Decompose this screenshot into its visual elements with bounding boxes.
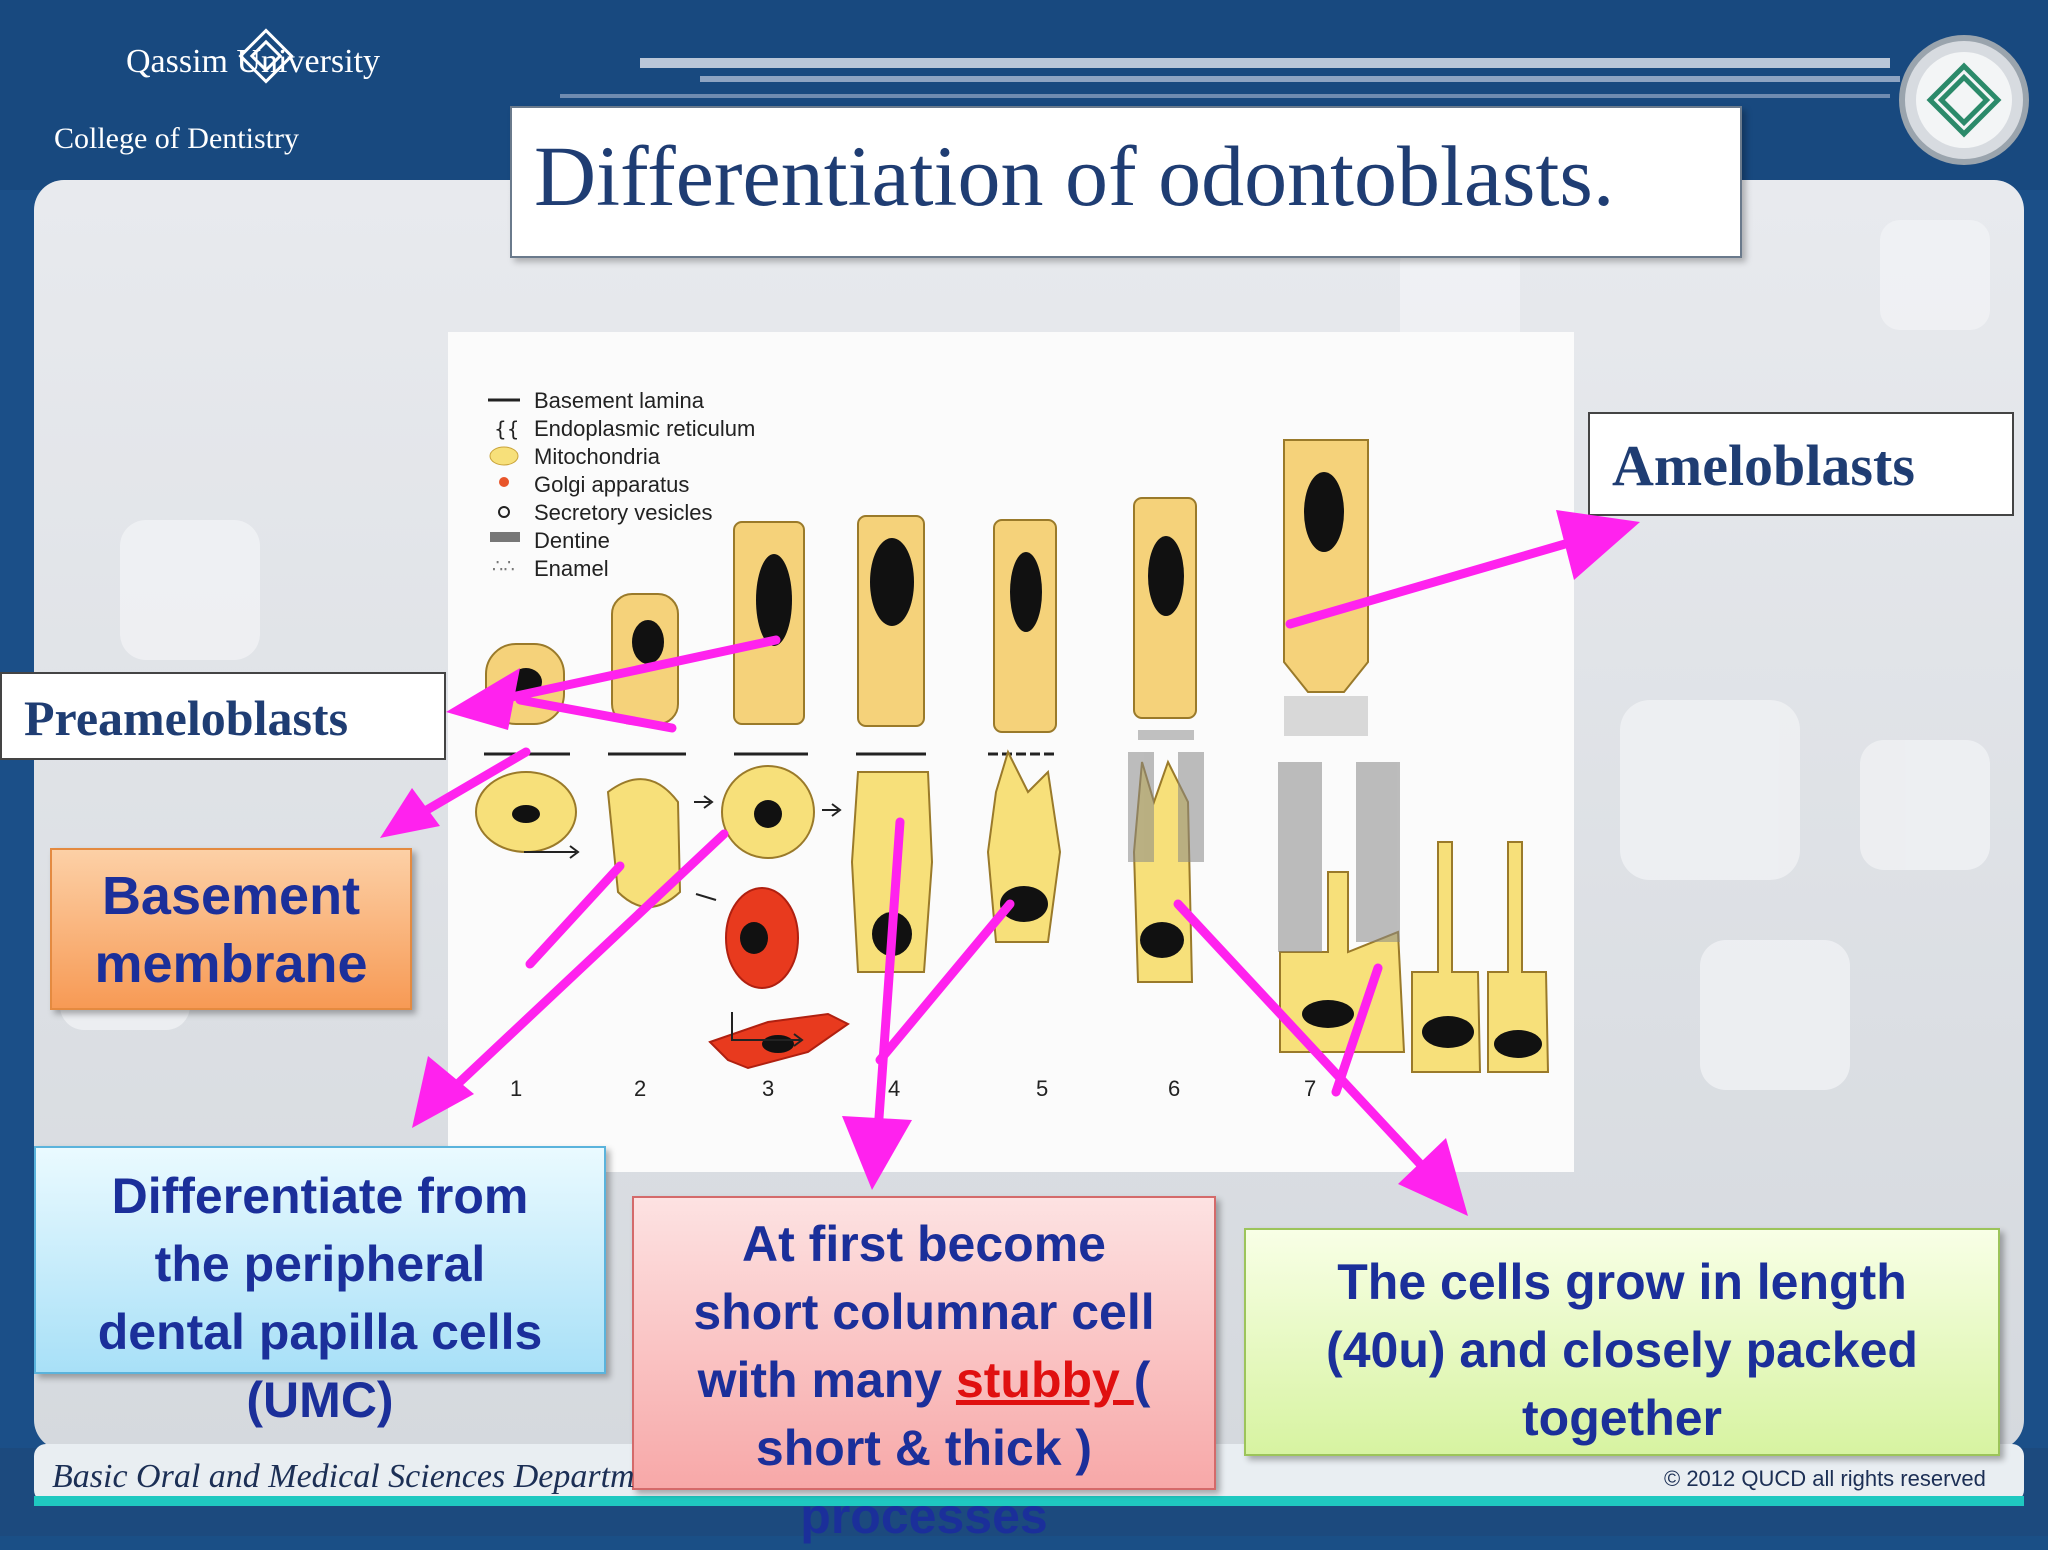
short-columnar-box: At first become short columnar cell with… [632,1196,1216,1544]
preameloblasts-label-box: Preameloblasts [0,672,446,760]
svg-text:{{: {{ [494,417,519,441]
stage-number: 1 [510,1076,522,1101]
legend-item: Mitochondria [534,444,661,469]
preameloblasts-label: Preameloblasts [24,690,349,746]
legend-item: Basement lamina [534,388,705,413]
legend-item: Enamel [534,556,609,581]
enamel-dots [1138,696,1368,740]
ameloblasts-label: Ameloblasts [1612,433,1915,498]
legend-item: Dentine [534,528,610,553]
odontoblast-figure: {{ ∴∴ Basement lamina Endoplasmic reticu… [448,332,1574,1172]
legend-item: Golgi apparatus [534,472,689,497]
legend-item: Secretory vesicles [534,500,713,525]
stage-number: 3 [762,1076,774,1101]
papilla-origin-box: Differentiate from the peripheral dental… [34,1146,606,1428]
college-logo-text: College of Dentistry [54,122,299,155]
basement-membrane-label: Basement membrane [94,866,368,994]
slide-title: Differentiation of odontoblasts. [534,128,1615,224]
basement-membrane-box: Basement membrane [50,848,412,1010]
footer-copyright: © 2012 QUCD all rights reserved [1664,1466,1986,1491]
stubby-emphasis: stubby [955,1352,1134,1408]
stage-number: 7 [1304,1076,1316,1101]
figure-legend: {{ ∴∴ Basement lamina Endoplasmic reticu… [488,388,755,581]
stage-number: 2 [634,1076,646,1101]
stage-number: 6 [1168,1076,1180,1101]
footer-department: Basic Oral and Medical Sciences Departm [52,1458,635,1495]
legend-item: Endoplasmic reticulum [534,416,755,441]
upper-nuclei [510,472,1344,696]
stage-number: 5 [1036,1076,1048,1101]
svg-text:∴∴: ∴∴ [492,556,515,577]
university-logo-text: Qassim University [126,43,381,80]
title-box: Differentiation of odontoblasts. [510,106,1742,258]
short-columnar-text: At first become short columnar cell with… [693,1216,1155,1544]
cell-length-text: The cells grow in length (40u) and close… [1326,1254,1918,1446]
cell-length-box: The cells grow in length (40u) and close… [1244,1228,2000,1456]
papilla-origin-text: Differentiate from the peripheral dental… [97,1168,543,1428]
ameloblasts-label-box: Ameloblasts [1588,412,2014,516]
university-logo-icon [238,28,294,84]
stage-number: 4 [888,1076,900,1101]
